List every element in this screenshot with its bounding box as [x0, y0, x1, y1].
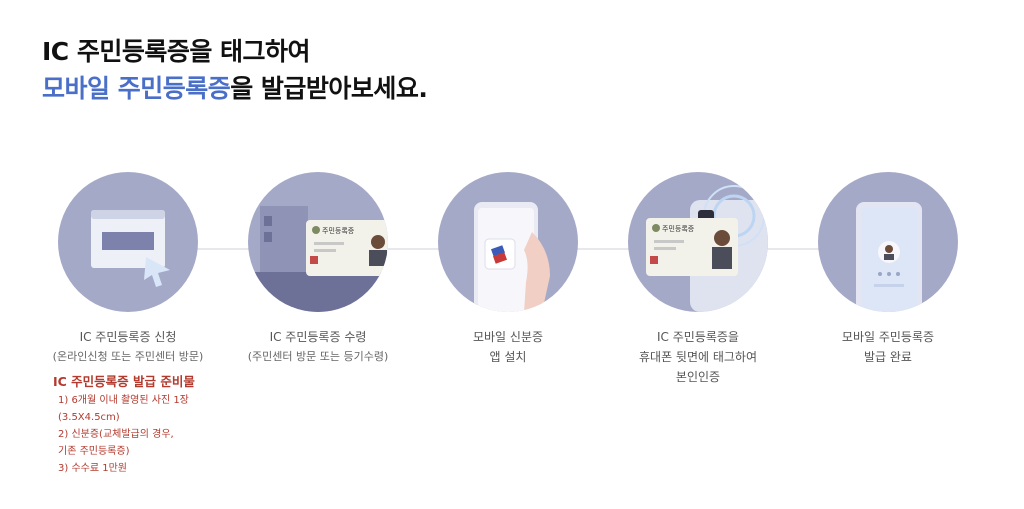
step-nfc-tag: 주민등록증 IC 주민등록증을 휴대폰 뒷면에 태그하여 본인인증 — [603, 172, 793, 387]
step-apply-title: IC 주민등록증 신청 — [79, 330, 177, 344]
step-apply-sub: (온라인신청 또는 주민센터 방문) — [52, 350, 204, 363]
preparation-item: 2) 신분증(교체발급의 경우, — [58, 429, 174, 440]
step-receive-title: IC 주민등록증 수령 — [269, 330, 367, 344]
step-install-label: 모바일 신분증 앱 설치 — [413, 327, 603, 367]
step-complete-label: 모바일 주민등록증 발급 완료 — [793, 327, 983, 367]
headline-line2: 모바일 주민등록증을 발급받아보세요. — [42, 70, 428, 108]
step-apply-label: IC 주민등록증 신청 (온라인신청 또는 주민센터 방문) — [33, 327, 223, 367]
step-receive: 주민등록증 IC 주민등록증 수령 (주민센터 방문 또는 등기수령) — [223, 172, 413, 367]
headline-rest: 을 발급받아보세요. — [230, 74, 428, 103]
step-nfc-sub2: 본인인증 — [675, 370, 721, 384]
preparation-item: 1) 6개월 이내 촬영된 사진 1장 — [58, 395, 189, 406]
smartphone-app-icon — [438, 172, 578, 312]
preparation-item: (3.5X4.5cm) — [58, 412, 120, 423]
step-complete-sub: 발급 완료 — [864, 350, 912, 364]
id-card-receive-icon: 주민등록증 — [248, 172, 388, 312]
step-receive-sub: (주민센터 방문 또는 등기수령) — [247, 350, 389, 363]
headline-accent: 모바일 주민등록증 — [42, 74, 231, 103]
card-text-2: 주민등록증 — [662, 224, 695, 233]
preparation-title: IC 주민등록증 발급 준비물 — [53, 374, 195, 389]
application-form-icon — [58, 172, 198, 312]
card-text: 주민등록증 — [322, 226, 355, 235]
step-complete-title: 모바일 주민등록증 — [841, 330, 935, 344]
step-nfc-sub: 휴대폰 뒷면에 태그하여 — [638, 350, 758, 364]
headline: IC 주민등록증을 태그하여 모바일 주민등록증을 발급받아보세요. — [42, 34, 428, 108]
headline-line1: IC 주민등록증을 태그하여 — [42, 37, 311, 66]
step-receive-label: IC 주민등록증 수령 (주민센터 방문 또는 등기수령) — [223, 327, 413, 367]
step-nfc-label: IC 주민등록증을 휴대폰 뒷면에 태그하여 본인인증 — [603, 327, 793, 387]
step-complete: 모바일 주민등록증 발급 완료 — [793, 172, 983, 367]
step-install-app: 모바일 신분증 앱 설치 — [413, 172, 603, 367]
nfc-tag-icon: 주민등록증 — [628, 172, 768, 312]
preparation-item: 3) 수수료 1만원 — [58, 463, 127, 474]
preparation-notes: IC 주민등록증 발급 준비물 1) 6개월 이내 촬영된 사진 1장 (3.5… — [46, 372, 246, 477]
step-apply: IC 주민등록증 신청 (온라인신청 또는 주민센터 방문) — [33, 172, 223, 367]
preparation-item: 기존 주민등록증) — [58, 446, 130, 457]
mobile-id-icon — [818, 172, 958, 312]
step-install-title: 모바일 신분증 — [472, 330, 544, 344]
step-nfc-title: IC 주민등록증을 — [657, 330, 739, 344]
step-install-sub: 앱 설치 — [489, 350, 527, 364]
